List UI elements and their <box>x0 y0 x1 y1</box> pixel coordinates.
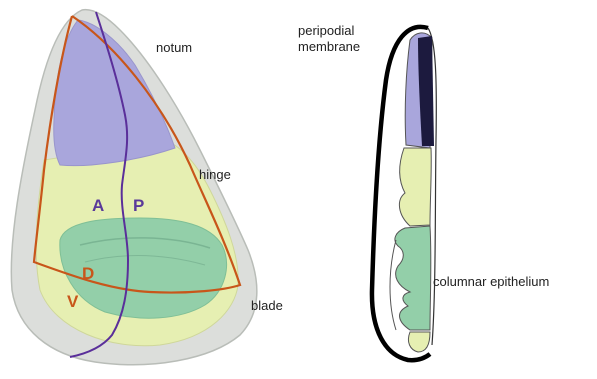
notum-label: notum <box>156 40 192 55</box>
peripodial-label-2: membrane <box>298 39 360 54</box>
posterior-label: P <box>133 197 144 215</box>
disc-cross-section <box>372 27 436 360</box>
section-blade <box>395 226 431 330</box>
section-tip <box>408 332 430 352</box>
section-hinge <box>399 148 431 226</box>
wing-disc-surface <box>11 10 257 365</box>
dorsal-label: D <box>82 265 94 283</box>
hinge-label: hinge <box>199 167 231 182</box>
section-lumen <box>390 240 396 330</box>
columnar-epithelium-label: columnar epithelium <box>433 274 549 289</box>
ventral-label: V <box>67 293 78 311</box>
peripodial-label-1: peripodial <box>298 23 354 38</box>
anterior-label: A <box>92 197 104 215</box>
blade-label: blade <box>251 298 283 313</box>
